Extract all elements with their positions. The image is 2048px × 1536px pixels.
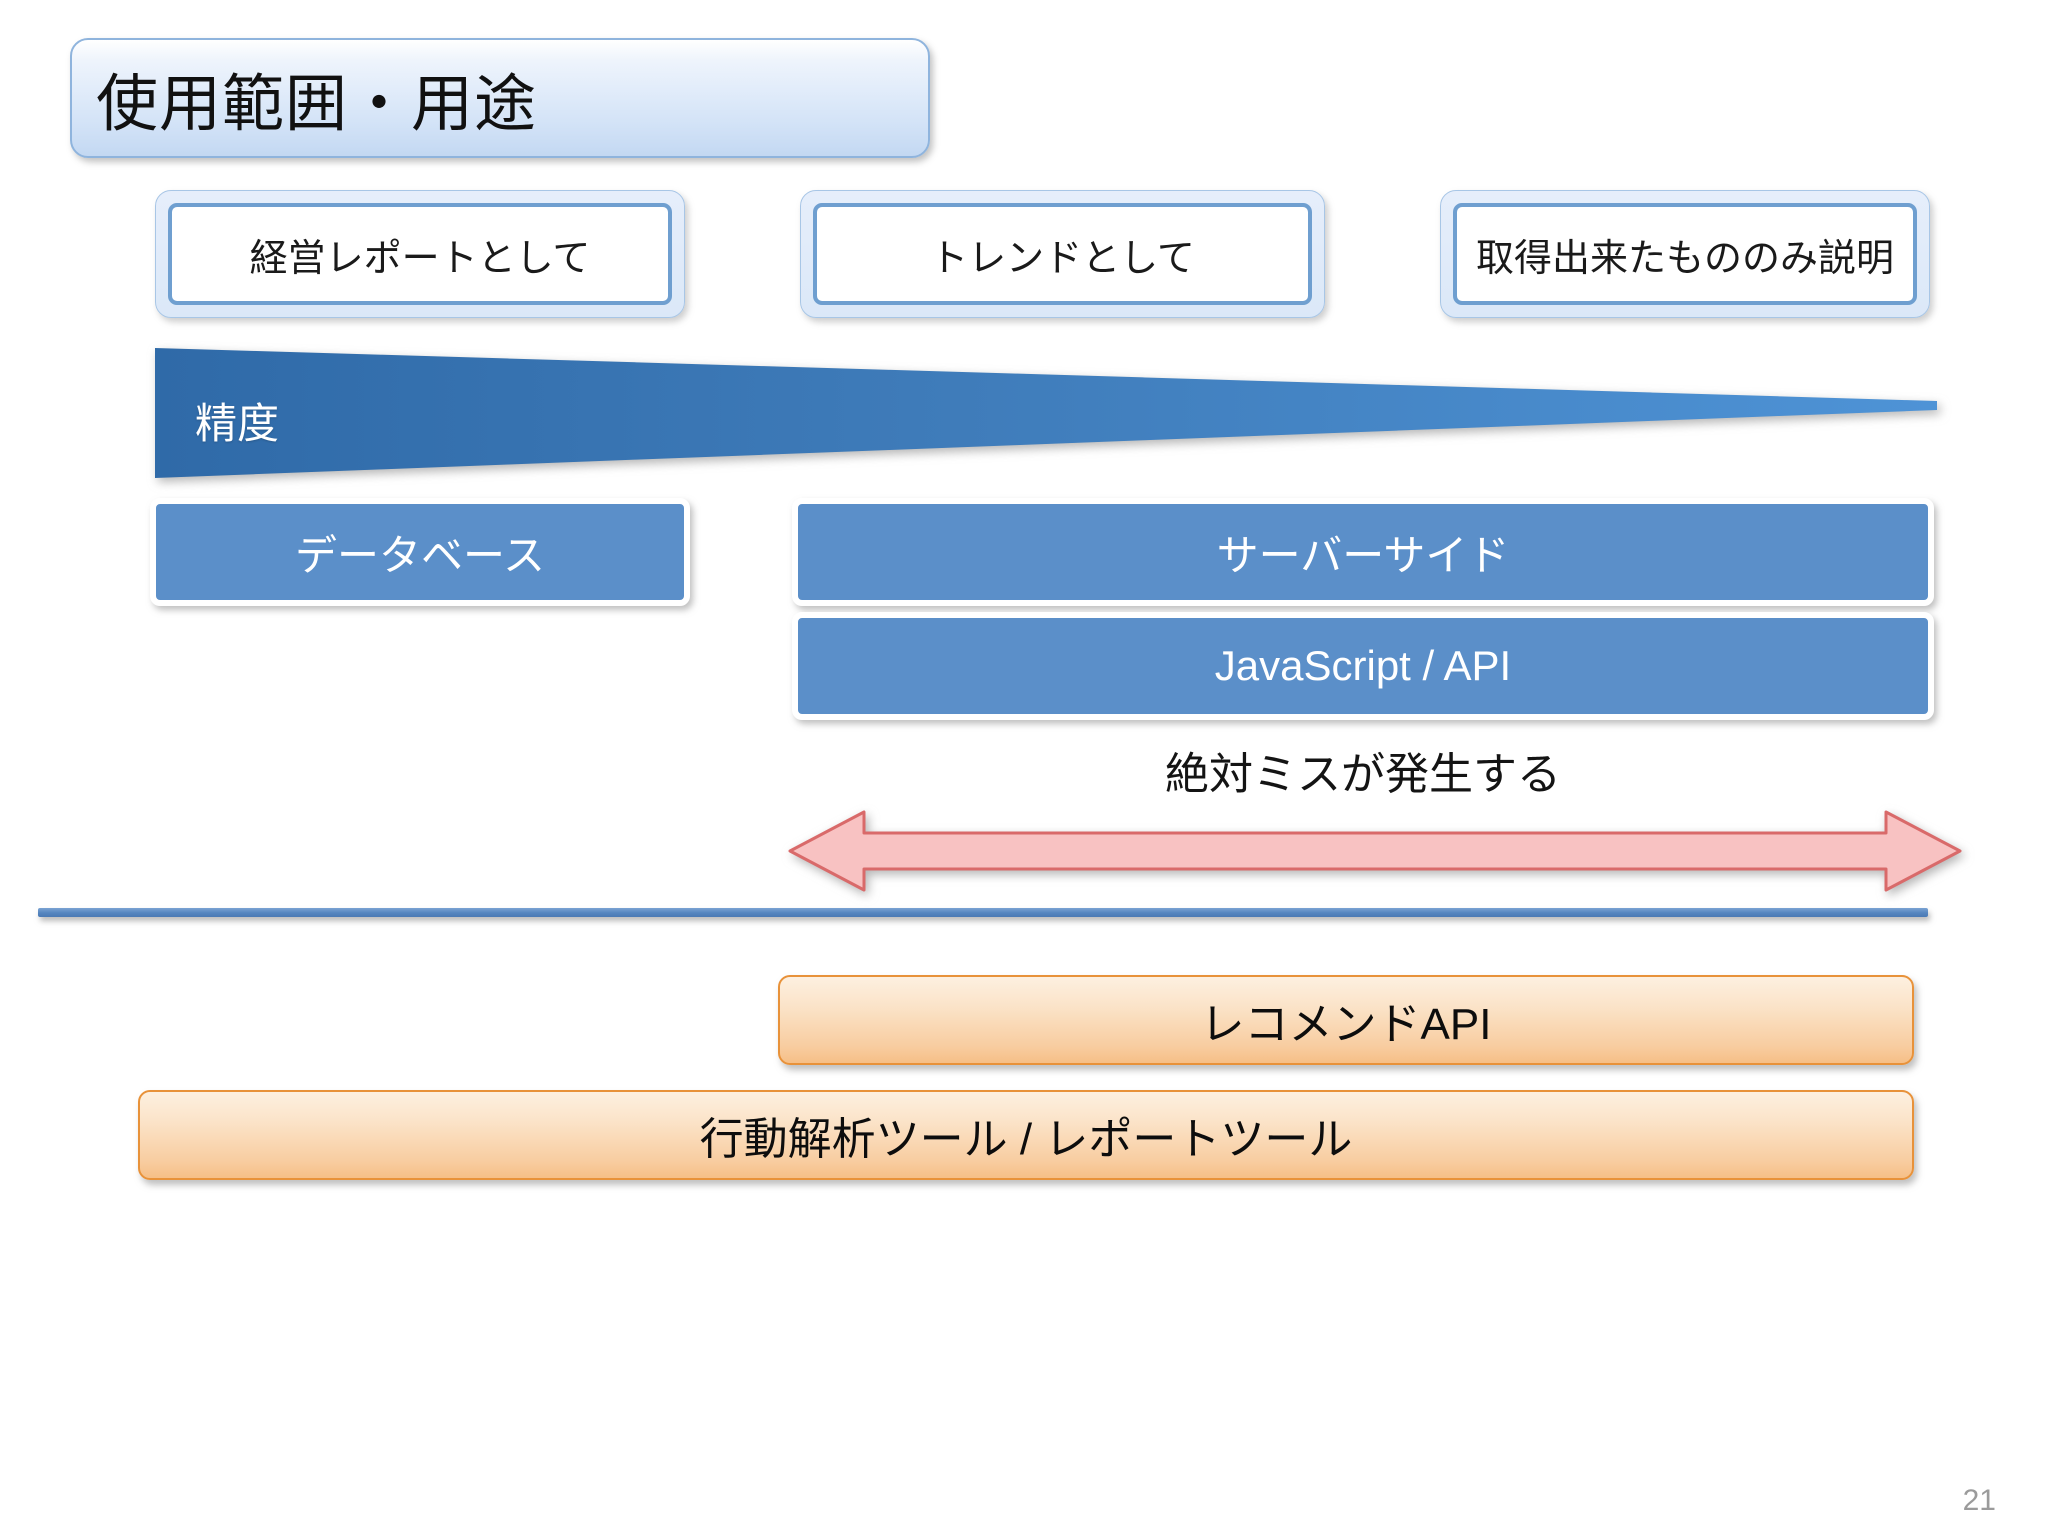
usage-box-inner: 経営レポートとして [168,203,672,305]
mistake-note-label: 絶対ミスが発生する [1165,750,1561,799]
tool-bar-label: 行動解析ツール / レポートツール [699,1115,1353,1164]
layer-bar-javascript-api: JavaScript / API [792,612,1934,720]
layer-bar-server-side: サーバーサイド [792,498,1934,606]
layer-bar-label: サーバーサイド [1216,531,1510,579]
page-title: 使用範囲・用途 [96,70,538,139]
accuracy-wedge-shape [155,348,1937,478]
double-headed-arrow-icon [788,810,1962,892]
usage-box-label: 取得出来たもののみ説明 [1475,237,1894,280]
accuracy-wedge: 精度 [155,346,1937,486]
tool-bar-recommend-api: レコメンドAPI [778,975,1914,1065]
usage-box-label: 経営レポートとして [249,237,591,280]
page-number: 21 [1962,1484,1996,1517]
usage-box-inner: トレンドとして [813,203,1312,305]
tool-bar-analytics-report: 行動解析ツール / レポートツール [138,1090,1914,1180]
layer-bar-database: データベース [150,498,690,606]
tool-bar-label: レコメンドAPI [1200,1000,1492,1049]
usage-box-management-report: 経営レポートとして [155,190,685,318]
usage-box-trend: トレンドとして [800,190,1325,318]
usage-box-inner: 取得出来たもののみ説明 [1453,203,1917,305]
layer-bar-label: JavaScript / API [1214,642,1512,689]
accuracy-label: 精度 [195,400,280,447]
slide-title-box: 使用範囲・用途 [70,38,930,158]
section-divider [38,908,1928,917]
usage-box-label: トレンドとして [930,237,1195,280]
usage-box-acquired-only: 取得出来たもののみ説明 [1440,190,1930,318]
layer-bar-label: データベース [295,531,545,579]
